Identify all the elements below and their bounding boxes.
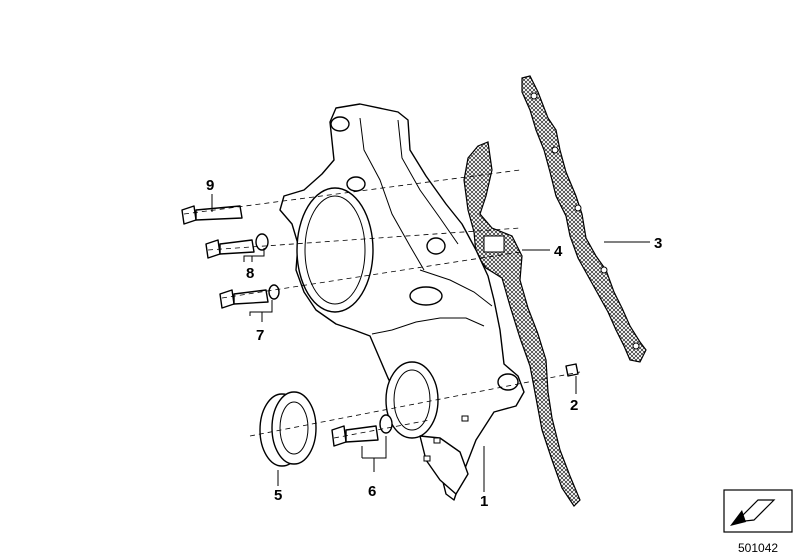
timing-case-cover bbox=[279, 103, 525, 501]
callout-1: 1 bbox=[480, 493, 488, 510]
callout-9: 9 bbox=[206, 177, 214, 194]
document-number: 501042 bbox=[738, 541, 778, 555]
callout-4: 4 bbox=[554, 243, 563, 260]
assembly-axes bbox=[183, 169, 581, 439]
callout-7: 7 bbox=[256, 327, 264, 344]
callout-2: 2 bbox=[570, 397, 578, 414]
arrow-in-box-icon bbox=[723, 489, 793, 533]
callout-5: 5 bbox=[274, 487, 282, 504]
callout-3: 3 bbox=[654, 235, 662, 252]
callout-8: 8 bbox=[246, 265, 254, 282]
bolt-with-washer-bottom bbox=[331, 414, 393, 447]
bolt-with-washer-lower bbox=[219, 284, 280, 309]
dowel-sleeve bbox=[565, 363, 579, 377]
bolt-with-washer-upper bbox=[205, 233, 269, 259]
long-gasket bbox=[521, 75, 647, 363]
callout-6: 6 bbox=[368, 483, 376, 500]
shaft-seal bbox=[259, 391, 317, 467]
long-bolt bbox=[181, 205, 243, 225]
leader-lines bbox=[211, 194, 650, 492]
